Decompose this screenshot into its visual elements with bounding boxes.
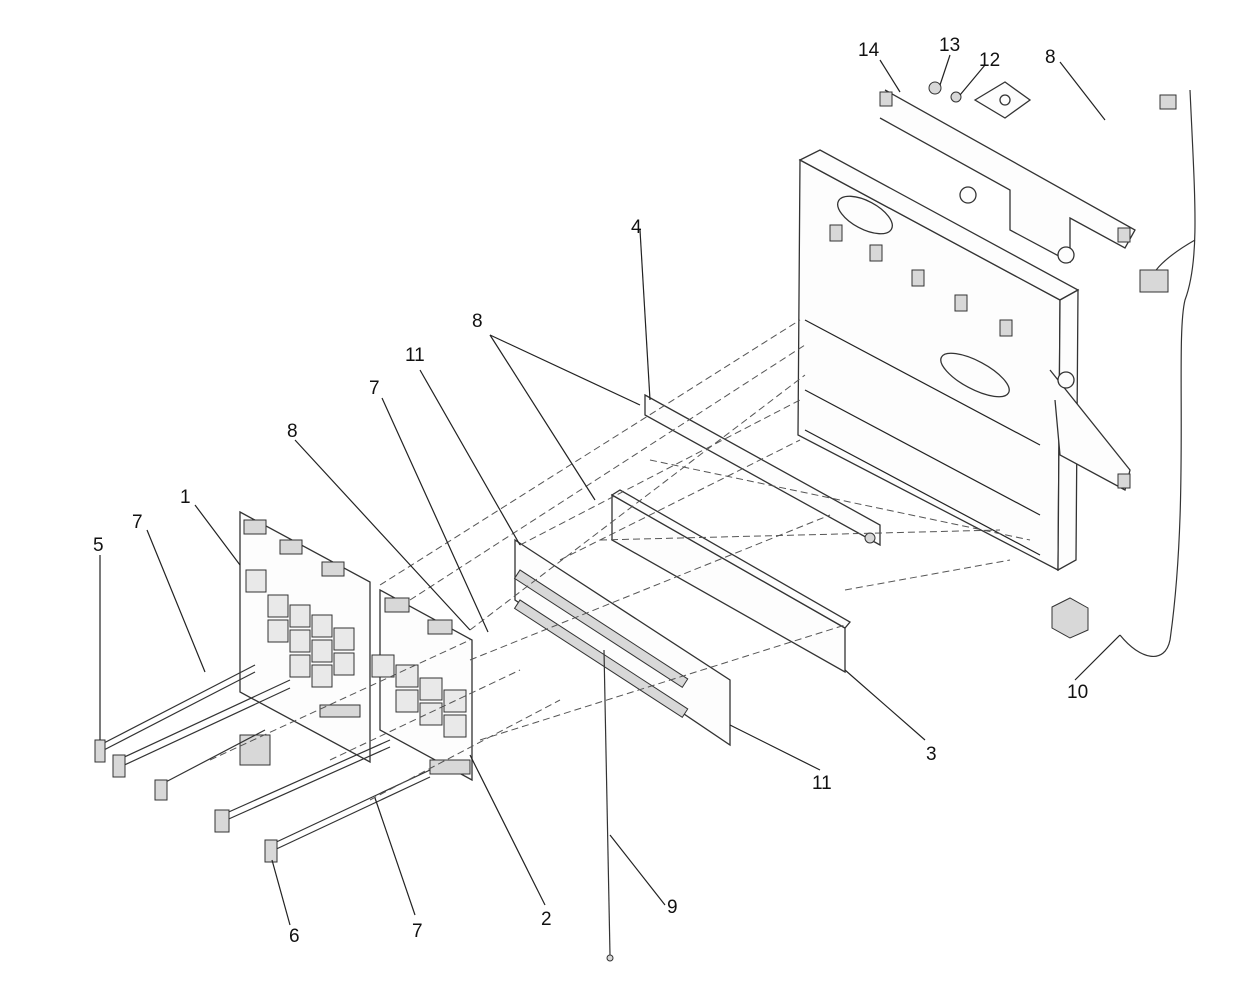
leader-lines: [99, 54, 1121, 926]
terminal-row: [513, 569, 689, 719]
board-4: [644, 393, 881, 547]
callout-8-top: 8: [1045, 47, 1056, 68]
callout-11-bottom: 11: [812, 773, 832, 794]
callout-7-bottom: 7: [412, 921, 423, 942]
callout-11-top: 11: [405, 345, 425, 366]
callout-2: 2: [541, 909, 552, 930]
board-11-connector: [513, 538, 731, 747]
callout-12: 12: [979, 50, 1000, 71]
hinge-bracket: [928, 81, 1177, 119]
callout-4: 4: [631, 217, 642, 238]
callout-7-middle: 7: [369, 378, 380, 399]
callout-13: 13: [939, 35, 960, 56]
callout-3: 3: [926, 744, 937, 765]
cable-assembly-10: [1051, 89, 1196, 657]
callout-14: 14: [858, 40, 880, 61]
mounting-bracket: [879, 89, 1136, 491]
callout-9: 9: [667, 897, 678, 918]
callout-8-middle: 8: [472, 311, 483, 332]
alignment-lines: [209, 319, 1031, 801]
rear-chassis-frame: [797, 149, 1080, 572]
callout-labels: 1 2 3 4 5 6 7 7 7 8 8 8 9 10 11 11 12 13…: [93, 35, 1088, 947]
board-3-backplane: [610, 489, 851, 674]
callout-5: 5: [93, 535, 104, 556]
relay-board-1: [239, 510, 371, 766]
callout-10: 10: [1067, 682, 1088, 703]
relay-board-2: [371, 588, 473, 782]
callout-6: 6: [289, 926, 300, 947]
callout-8-left: 8: [287, 421, 298, 442]
callout-7-left: 7: [132, 512, 143, 533]
cable-9: [603, 649, 614, 962]
callout-1: 1: [180, 487, 191, 508]
